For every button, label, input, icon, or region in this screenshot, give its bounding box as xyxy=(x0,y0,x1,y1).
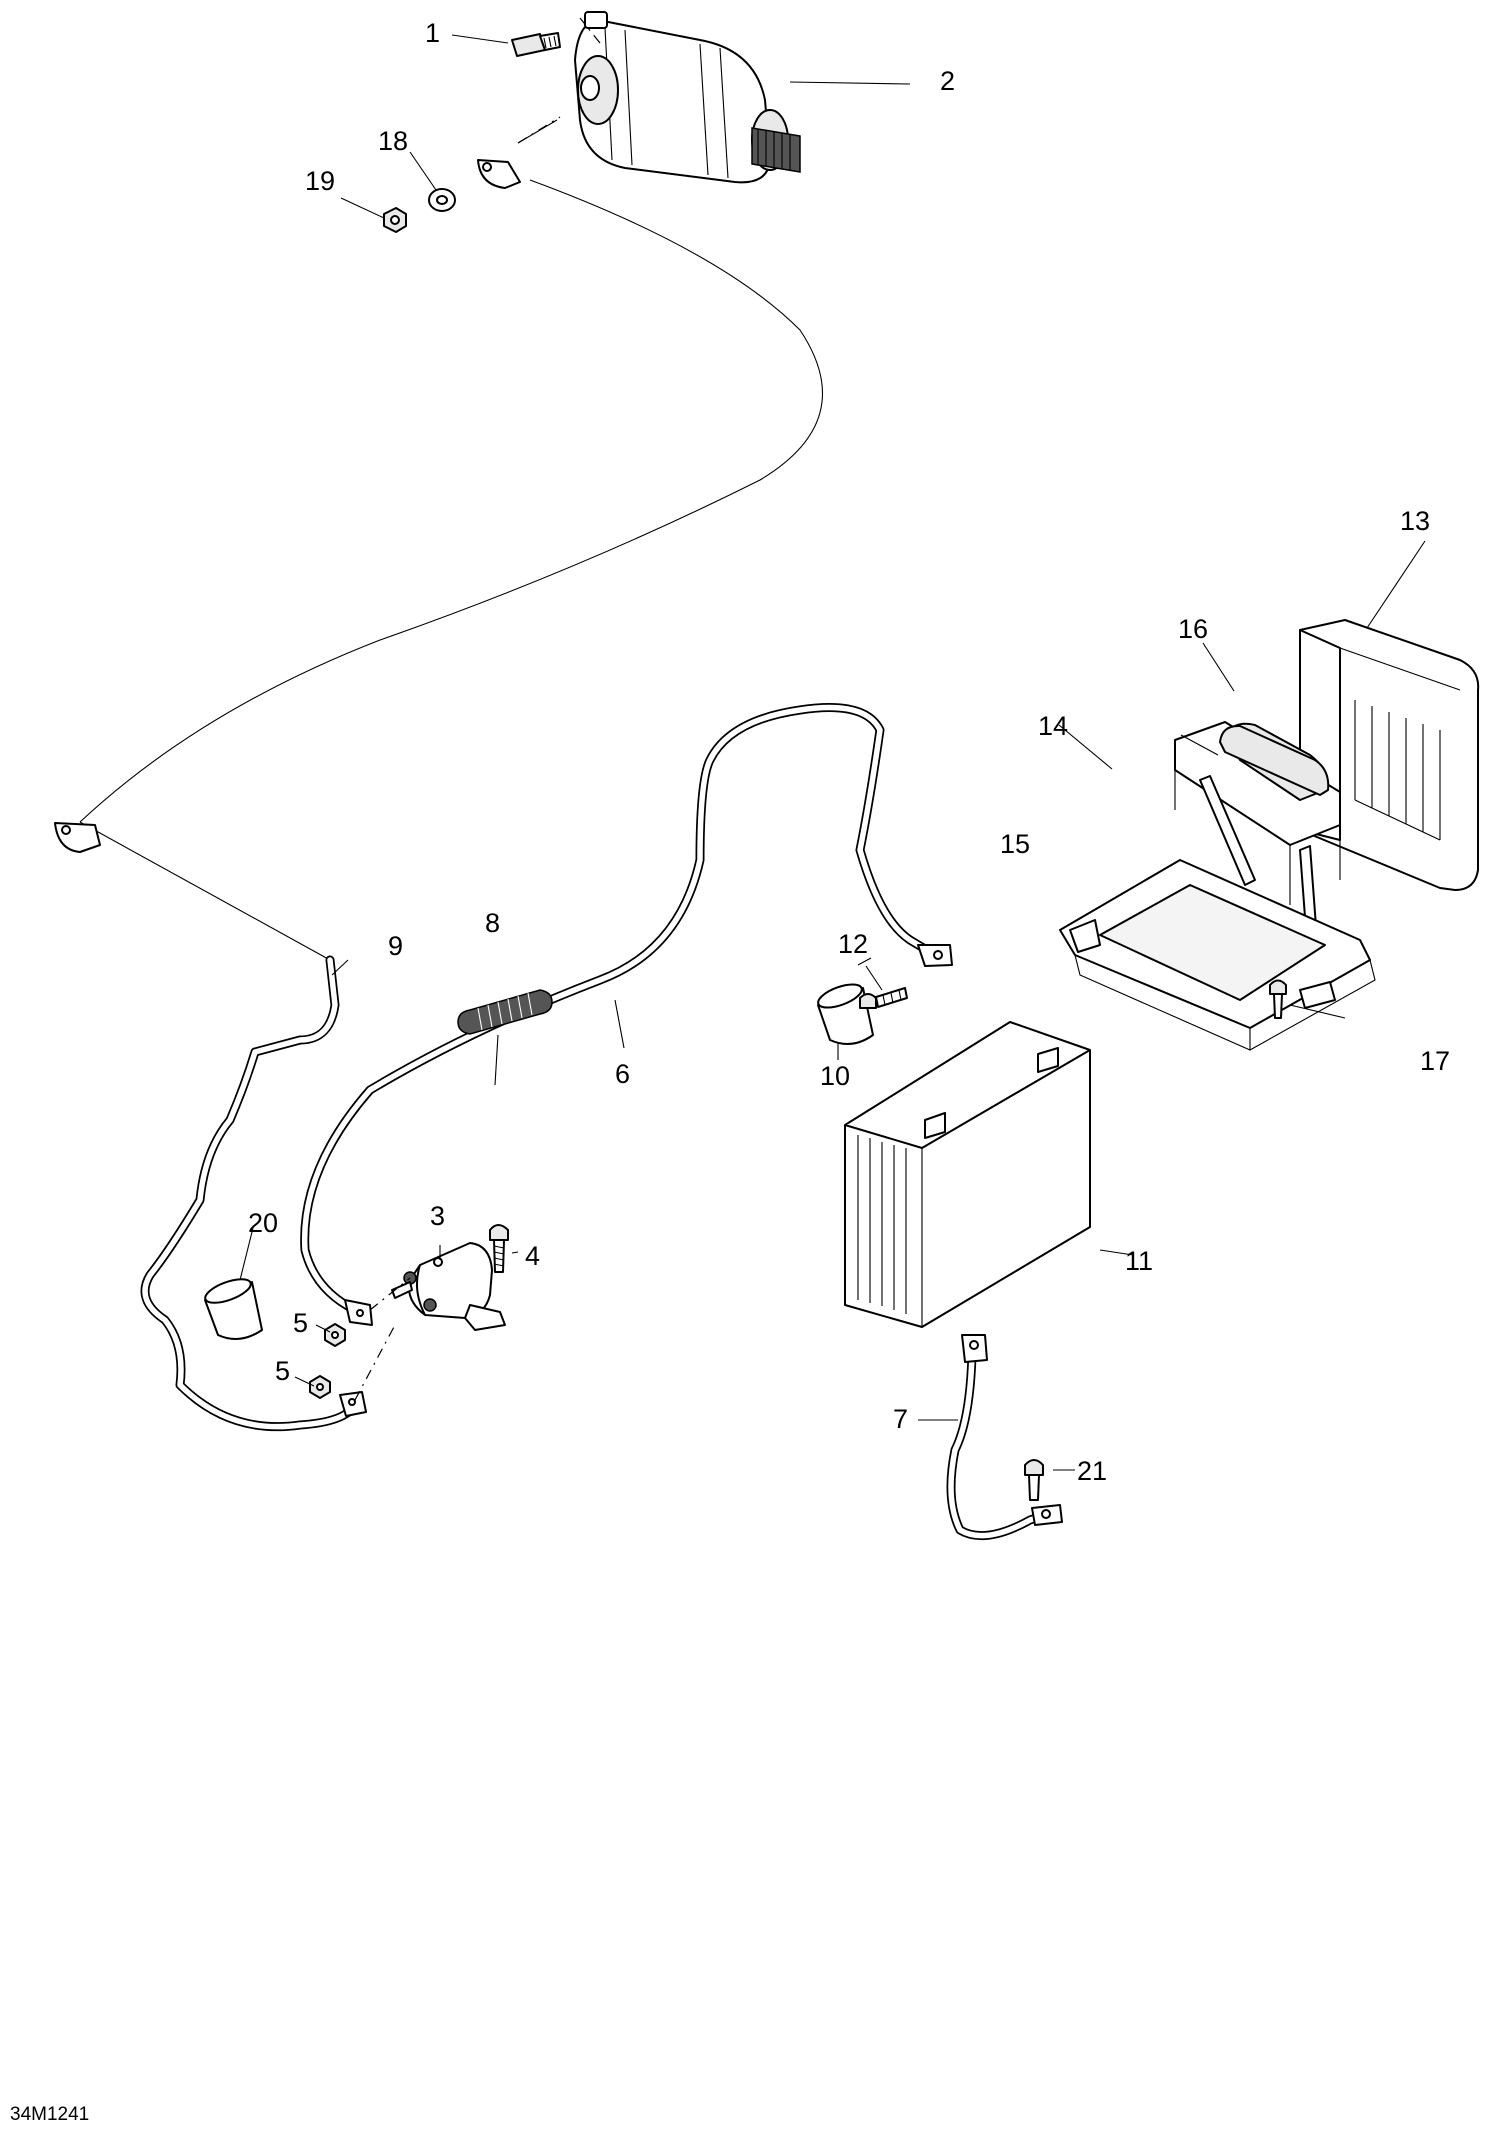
callout-16: 16 xyxy=(1178,614,1208,644)
nut-19[interactable] xyxy=(383,207,407,233)
callout-4: 4 xyxy=(525,1241,540,1271)
callout-8: 8 xyxy=(485,908,500,938)
strap-16[interactable] xyxy=(1219,724,1330,796)
callout-12: 12 xyxy=(838,929,868,959)
screw-17[interactable] xyxy=(1269,979,1287,1019)
callout-7: 7 xyxy=(893,1404,908,1434)
callout-13: 13 xyxy=(1400,506,1430,536)
callout-15: 15 xyxy=(1000,829,1030,859)
callout-14: 14 xyxy=(1038,711,1068,741)
screw-21[interactable] xyxy=(1024,1459,1044,1501)
callout-1: 1 xyxy=(425,18,440,48)
battery-cover-13[interactable] xyxy=(1299,619,1480,891)
battery-positive-cable-6[interactable] xyxy=(300,703,953,1326)
callout-21: 21 xyxy=(1077,1456,1107,1486)
callout-5a: 5 xyxy=(293,1308,308,1338)
terminal-boot-20[interactable] xyxy=(202,1274,263,1340)
callout-6: 6 xyxy=(615,1059,630,1089)
callout-3: 3 xyxy=(430,1201,445,1231)
nut-5b[interactable] xyxy=(309,1375,331,1399)
callout-18: 18 xyxy=(378,126,408,156)
terminal-boot-10[interactable] xyxy=(815,980,874,1045)
screw-12[interactable] xyxy=(859,987,908,1009)
callout-5b: 5 xyxy=(275,1356,290,1386)
callout-10: 10 xyxy=(820,1061,850,1091)
callout-17: 17 xyxy=(1420,1046,1450,1076)
starter-motor[interactable] xyxy=(574,11,801,184)
screw-1[interactable] xyxy=(511,32,561,57)
starter-cable-9[interactable] xyxy=(54,179,823,1432)
starter-solenoid-3[interactable] xyxy=(391,1242,506,1331)
battery-tray-15[interactable] xyxy=(1059,859,1376,1051)
leader-lines xyxy=(239,17,1426,1471)
callout-20: 20 xyxy=(248,1208,278,1238)
screw-4[interactable] xyxy=(489,1224,509,1273)
washer-18[interactable] xyxy=(428,188,456,212)
sleeve-8[interactable] xyxy=(457,989,553,1035)
callout-2: 2 xyxy=(940,66,955,96)
callout-9: 9 xyxy=(388,931,403,961)
figure-reference-code: 34M1241 xyxy=(10,2104,89,2125)
callout-11: 11 xyxy=(1125,1246,1153,1276)
assembly-axis-solenoid xyxy=(354,1277,411,1401)
battery-11[interactable] xyxy=(844,1021,1091,1328)
starter-terminal[interactable] xyxy=(477,159,521,189)
callout-19: 19 xyxy=(305,166,335,196)
nut-5a[interactable] xyxy=(324,1323,346,1347)
battery-ground-cable-7[interactable] xyxy=(946,1334,1063,1541)
